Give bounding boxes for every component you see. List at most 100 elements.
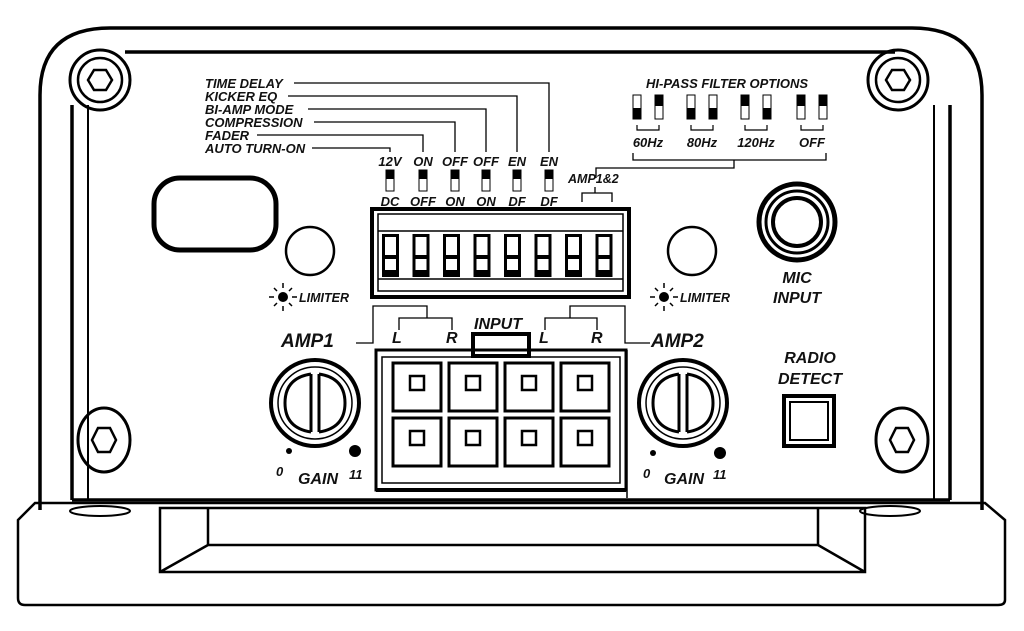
switch-lever <box>513 170 521 179</box>
amp2-label: AMP2 <box>650 331 704 352</box>
amp1-gain-knob[interactable] <box>269 358 361 448</box>
foot-slot-right <box>859 505 921 517</box>
amp12-bracket <box>581 187 613 202</box>
dip-bottom-label: DF <box>540 194 558 209</box>
amp2-gain-knob[interactable] <box>637 358 729 448</box>
limiter-label-left: LIMITER <box>299 291 349 305</box>
amp2-gain-min: 0 <box>643 466 651 481</box>
hex-bolt-icon <box>86 68 114 92</box>
connector-pin <box>503 361 555 413</box>
switch-lever <box>655 95 663 106</box>
dip-switch[interactable] <box>382 234 399 277</box>
hex-bolt-icon <box>884 68 912 92</box>
limiter-led-right <box>666 225 718 277</box>
amp2-gain-max: 11 <box>713 467 727 482</box>
led-light-icon <box>269 283 297 311</box>
switch-lever <box>709 108 717 119</box>
input-right-l: L <box>539 330 549 347</box>
connector-pin <box>391 416 443 468</box>
dip-switch[interactable] <box>412 234 430 277</box>
hipass-option: OFF <box>796 94 828 150</box>
dip-switch-lever <box>415 237 427 255</box>
amp1-gain-min: 0 <box>276 464 284 479</box>
screw-bottom-right <box>874 406 930 474</box>
dip-bottom-label: OFF <box>410 194 437 209</box>
dip-legend-switch: OFF ON <box>442 154 469 209</box>
limiter-indicator-right: LIMITER <box>650 283 730 311</box>
switch-lever <box>451 170 459 179</box>
gain-max-dot <box>714 447 726 459</box>
mic-label-line1: MIC <box>782 270 812 287</box>
foot-slot-left <box>69 505 131 517</box>
dip-bottom-label: DC <box>381 194 400 209</box>
dip-switch-lever <box>568 237 579 255</box>
hex-bolt-icon <box>90 426 118 454</box>
dip-switch[interactable] <box>595 234 613 277</box>
hex-bolt-icon <box>888 426 916 454</box>
mic-input-jack[interactable] <box>756 181 838 263</box>
gain-min-dot <box>286 448 292 454</box>
connector-pin <box>559 361 611 413</box>
dip-top-label: OFF <box>442 154 469 169</box>
display-window <box>151 175 279 253</box>
input-left-r: R <box>446 330 458 347</box>
switch-lever <box>386 170 394 179</box>
amp1-label: AMP1 <box>280 331 334 352</box>
label-auto-turn-on: AUTO TURN-ON <box>204 141 306 156</box>
label-kicker-eq: KICKER EQ <box>205 89 277 104</box>
limiter-label-right: LIMITER <box>680 291 730 305</box>
input-right-r: R <box>591 330 603 347</box>
dip-switch[interactable] <box>504 234 521 277</box>
switch-lever <box>633 108 641 119</box>
dip-bottom-label: ON <box>445 194 465 209</box>
dip-switch-lever <box>507 237 518 255</box>
gain-min-dot <box>650 450 656 456</box>
connector-pin <box>391 361 443 413</box>
dip-top-label: OFF <box>473 154 500 169</box>
label-fader: FADER <box>205 128 250 143</box>
screw-top-right <box>866 48 930 112</box>
dip-function-labels: TIME DELAY KICKER EQ BI-AMP MODE COMPRES… <box>204 76 550 156</box>
dip-switch-block <box>370 207 631 299</box>
panel-outline <box>70 50 952 502</box>
amp2-gain-label: GAIN <box>664 471 704 488</box>
radio-detect-line2: DETECT <box>778 371 843 388</box>
label-bi-amp-mode: BI-AMP MODE <box>205 102 294 117</box>
switch-lever <box>763 108 771 119</box>
screw-bottom-left <box>76 406 132 474</box>
switch-lever <box>687 108 695 119</box>
radio-detect-line1: RADIO <box>784 350 836 367</box>
hipass-option-label: 120Hz <box>737 135 775 150</box>
dip-top-label: EN <box>508 154 527 169</box>
dip-switch[interactable] <box>473 234 491 277</box>
screw-top-left <box>68 48 132 112</box>
limiter-led-left <box>284 225 336 277</box>
input-connector[interactable] <box>374 332 628 498</box>
led-light-icon <box>650 283 678 311</box>
hipass-option-label: 60Hz <box>633 135 664 150</box>
switch-lever <box>419 170 427 179</box>
amp1-gain-label: GAIN <box>298 471 338 488</box>
hipass-bracket <box>595 153 827 178</box>
dip-switch[interactable] <box>534 234 552 277</box>
dip-switch[interactable] <box>443 234 460 277</box>
input-left-bracket <box>356 305 453 344</box>
radio-detect-button[interactable] <box>782 394 836 448</box>
base-recess <box>158 506 867 574</box>
housing-outline <box>38 26 984 510</box>
dip-switch-lever <box>476 237 488 255</box>
dip-switch[interactable] <box>565 234 582 277</box>
label-time-delay: TIME DELAY <box>205 76 284 91</box>
input-right-bracket <box>544 305 650 344</box>
connector-pin <box>447 416 499 468</box>
input-left-l: L <box>392 330 402 347</box>
dip-switch-lever <box>537 237 549 255</box>
input-label: INPUT <box>474 316 523 333</box>
switch-lever <box>482 170 490 179</box>
dip-switch-lever <box>446 237 457 255</box>
